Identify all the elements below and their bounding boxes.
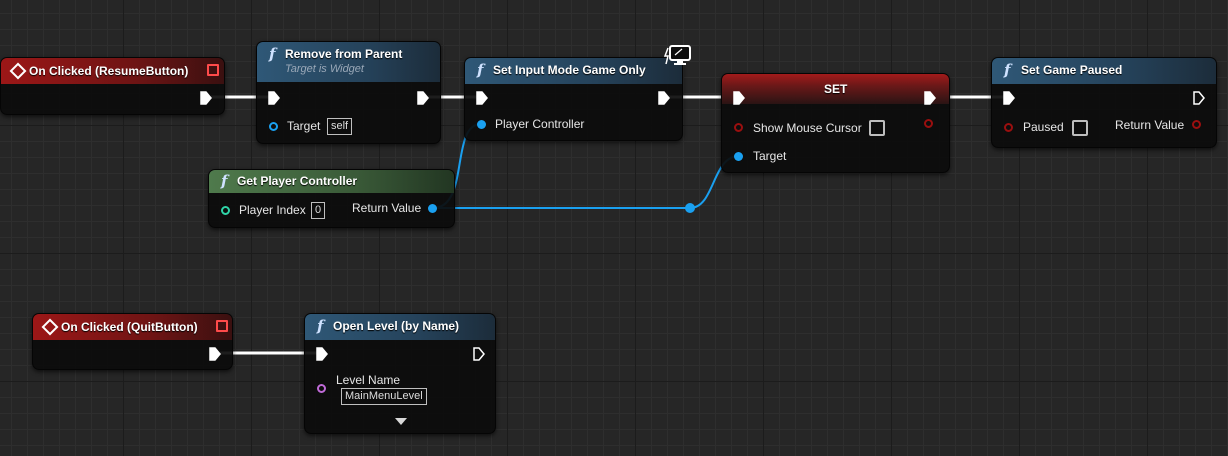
function-node-set-input-mode-game-only[interactable]: f Set Input Mode Game Only Player Contro…	[464, 57, 683, 141]
function-icon: f	[317, 317, 324, 335]
function-node-open-level-by-name[interactable]: f Open Level (by Name) Level Name MainMe…	[304, 313, 496, 434]
return-value-label: Return Value	[352, 201, 422, 215]
event-node-on-clicked-quit[interactable]: On Clicked (QuitButton)	[32, 313, 233, 370]
wire-reroute-knot[interactable]	[685, 203, 695, 213]
player-controller-input-pin[interactable]	[477, 120, 486, 129]
exec-input-pin[interactable]	[316, 347, 328, 361]
exec-input-pin[interactable]	[476, 91, 488, 105]
set-variable-node[interactable]: SET Show Mouse Cursor Target	[721, 73, 950, 173]
target-value-field[interactable]: self	[327, 118, 353, 135]
exec-output-pin[interactable]	[417, 91, 429, 105]
exec-input-pin[interactable]	[268, 91, 280, 105]
player-controller-label: Player Controller	[495, 117, 585, 131]
player-index-value-field[interactable]: 0	[311, 202, 326, 219]
node-title: On Clicked (QuitButton)	[61, 320, 198, 334]
delegate-square-icon[interactable]	[216, 320, 228, 332]
node-header	[209, 170, 454, 193]
node-title: Open Level (by Name)	[333, 319, 460, 333]
exec-output-pin[interactable]	[658, 91, 670, 105]
function-node-remove-from-parent[interactable]: f Remove from Parent Target is Widget Ta…	[256, 41, 441, 144]
target-input-pin[interactable]	[734, 152, 743, 161]
paused-label: Paused	[1023, 120, 1064, 134]
function-icon: f	[1004, 61, 1011, 79]
node-header	[465, 58, 682, 84]
level-name-label: Level Name	[336, 373, 401, 387]
event-node-on-clicked-resume[interactable]: On Clicked (ResumeButton)	[0, 57, 225, 115]
paused-input-pin[interactable]	[1004, 123, 1013, 132]
player-index-input-pin[interactable]	[221, 206, 230, 215]
exec-output-pin[interactable]	[924, 91, 936, 105]
node-title: Remove from Parent	[285, 47, 403, 61]
exec-input-pin[interactable]	[733, 91, 745, 105]
target-input-pin[interactable]	[269, 122, 278, 131]
exec-output-pin[interactable]	[1193, 91, 1205, 105]
player-index-label: Player Index	[239, 203, 306, 217]
show-mouse-cursor-input-pin[interactable]	[734, 123, 743, 132]
show-mouse-cursor-checkbox[interactable]	[869, 120, 885, 136]
level-name-input-pin[interactable]	[317, 384, 326, 393]
function-icon: f	[269, 45, 276, 63]
node-header	[1, 58, 224, 84]
exec-output-pin[interactable]	[209, 347, 221, 361]
target-label: Target	[287, 119, 321, 133]
paused-checkbox[interactable]	[1072, 120, 1088, 136]
show-mouse-cursor-label: Show Mouse Cursor	[753, 121, 862, 135]
function-node-set-game-paused[interactable]: f Set Game Paused Paused Return Value	[991, 57, 1217, 148]
monitor-icon	[664, 45, 691, 65]
exec-output-pin[interactable]	[473, 347, 485, 361]
exec-output-pin[interactable]	[200, 91, 212, 105]
delegate-square-icon[interactable]	[207, 64, 219, 76]
node-title: SET	[824, 82, 848, 96]
function-icon: f	[477, 61, 484, 79]
show-mouse-cursor-output-pin[interactable]	[924, 119, 933, 128]
function-icon: f	[221, 172, 228, 190]
node-header	[722, 74, 949, 104]
expand-arrow-icon[interactable]	[395, 418, 407, 425]
node-title: Set Game Paused	[1021, 63, 1123, 77]
return-value-output-pin[interactable]	[428, 204, 437, 213]
level-name-value-field[interactable]: MainMenuLevel	[341, 388, 427, 405]
node-subtitle: Target is Widget	[285, 63, 364, 75]
node-header	[33, 314, 232, 340]
object-wire-controller-to-set[interactable]	[433, 155, 740, 209]
target-label: Target	[753, 149, 787, 163]
return-value-output-pin[interactable]	[1192, 120, 1201, 129]
node-header	[305, 314, 495, 340]
node-title: On Clicked (ResumeButton)	[29, 64, 189, 78]
pure-node-get-player-controller[interactable]: f Get Player Controller Player Index 0 R…	[208, 169, 455, 228]
node-header	[257, 42, 440, 82]
return-value-label: Return Value	[1115, 118, 1185, 132]
exec-input-pin[interactable]	[1003, 91, 1015, 105]
node-header	[992, 58, 1216, 84]
node-title: Set Input Mode Game Only	[493, 63, 646, 77]
node-title: Get Player Controller	[237, 174, 358, 188]
